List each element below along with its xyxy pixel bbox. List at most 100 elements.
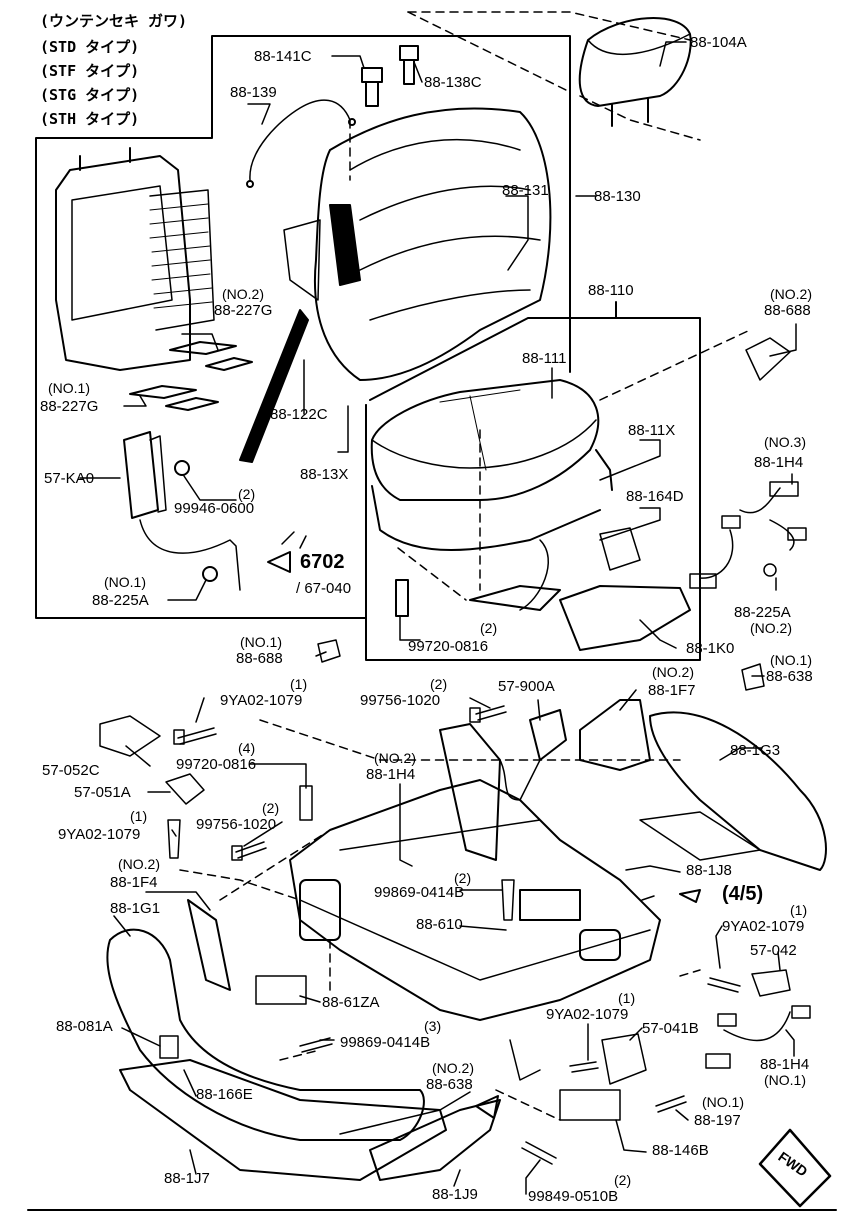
part-label-88-1J9[interactable]: 88-1J9	[432, 1186, 478, 1203]
headrest-guide-parts	[361, 45, 419, 107]
label-no2-g: (NO.2)	[432, 1060, 474, 1076]
label-qty-1-d: (1)	[618, 990, 636, 1006]
label-no2-b: (NO.2)	[770, 286, 812, 302]
part-label-88-1F7[interactable]: 88-1F7	[648, 682, 696, 699]
ref-subpage-link[interactable]: / 67-040	[296, 580, 352, 597]
part-label-88-1H4-no2[interactable]: 88-1H4	[366, 766, 416, 783]
part-label-88-131[interactable]: 88-131	[502, 182, 549, 199]
part-label-88-688-no2[interactable]: 88-688	[764, 302, 811, 319]
part-label-88-638-no1[interactable]: 88-638	[766, 668, 813, 685]
label-no2-f: (NO.2)	[118, 856, 160, 872]
header-line-2: (STD タイプ)	[40, 38, 140, 56]
part-label-57-041B[interactable]: 57-041B	[642, 1020, 699, 1037]
header-line-4: (STG タイプ)	[40, 86, 140, 104]
part-label-99849-0510B[interactable]: 99849-0510B	[528, 1188, 619, 1205]
part-label-88-638-no2[interactable]: 88-638	[426, 1076, 473, 1093]
seatback-frame-illustration	[55, 147, 215, 371]
bolts-illustration	[167, 705, 741, 1165]
label-qty-4: (4)	[238, 740, 256, 756]
part-label-9YA02-1079-d[interactable]: 9YA02-1079	[546, 1006, 629, 1023]
part-label-88-610[interactable]: 88-610	[416, 916, 463, 933]
part-label-88-122C[interactable]: 88-122C	[270, 406, 328, 423]
part-label-99869-0414B-a[interactable]: 99869-0414B	[374, 884, 465, 901]
pads-illustration	[129, 341, 253, 411]
label-qty-3: (3)	[424, 1018, 442, 1034]
part-label-88-139[interactable]: 88-139	[230, 84, 277, 101]
part-label-88-688-no1[interactable]: 88-688	[236, 650, 283, 667]
label-no2-d: (NO.2)	[652, 664, 694, 680]
label-qty-2-b: (2)	[480, 620, 498, 636]
seat-frame-illustration	[289, 723, 661, 1081]
label-no1-c: (NO.1)	[240, 634, 282, 650]
label-qty-2-e: (2)	[454, 870, 472, 886]
part-label-88-1G1[interactable]: 88-1G1	[110, 900, 161, 917]
header-line-5: (STH タイプ)	[40, 110, 140, 128]
part-label-88-1J8[interactable]: 88-1J8	[686, 862, 732, 879]
part-label-9YA02-1079-b[interactable]: 9YA02-1079	[58, 826, 141, 843]
part-label-9YA02-1079-c[interactable]: 9YA02-1079	[722, 918, 805, 935]
part-label-88-227G-no2[interactable]: 88-227G	[214, 302, 273, 319]
part-label-88-225A-no2[interactable]: 88-225A	[734, 604, 791, 621]
label-no2-c: (NO.2)	[750, 620, 792, 636]
seatback-cover-illustration	[283, 107, 552, 381]
label-qty-2-f: (2)	[614, 1172, 632, 1188]
part-label-88-081A[interactable]: 88-081A	[56, 1018, 113, 1035]
part-label-88-1H4-no3[interactable]: 88-1H4	[754, 454, 804, 471]
part-label-88-110[interactable]: 88-110	[588, 282, 634, 299]
part-label-88-166E[interactable]: 88-166E	[196, 1086, 253, 1103]
harness-illustration	[689, 337, 811, 1069]
leader-lines	[79, 41, 797, 1195]
part-label-88-164D[interactable]: 88-164D	[626, 488, 684, 505]
part-label-88-141C[interactable]: 88-141C	[254, 48, 312, 65]
part-label-9YA02-1079-a[interactable]: 9YA02-1079	[220, 692, 303, 709]
wire-88-139-illustration	[249, 99, 351, 181]
label-qty-2-a: (2)	[238, 486, 256, 502]
brackets-illustration	[99, 639, 791, 1121]
part-label-88-1G3[interactable]: 88-1G3	[730, 742, 781, 759]
part-label-88-130[interactable]: 88-130	[594, 188, 641, 205]
part-label-88-1H4-no1[interactable]: 88-1H4	[760, 1056, 810, 1073]
part-label-88-1J7[interactable]: 88-1J7	[164, 1170, 210, 1187]
label-no3: (NO.3)	[764, 434, 806, 450]
side-covers-illustration	[106, 699, 827, 1181]
part-label-88-197[interactable]: 88-197	[694, 1112, 741, 1129]
part-label-57-052C[interactable]: 57-052C	[42, 762, 100, 779]
part-label-88-13X[interactable]: 88-13X	[300, 466, 349, 483]
part-label-88-1F4[interactable]: 88-1F4	[110, 874, 158, 891]
part-label-57-KA0[interactable]: 57-KA0	[44, 470, 95, 487]
part-label-99756-1020-a[interactable]: 99756-1020	[360, 692, 441, 709]
part-label-57-042[interactable]: 57-042	[750, 942, 797, 959]
part-label-88-61ZA[interactable]: 88-61ZA	[322, 994, 380, 1011]
label-qty-2-d: (2)	[262, 800, 280, 816]
header-line-3: (STF タイプ)	[40, 62, 140, 80]
part-label-88-111[interactable]: 88-111	[522, 350, 567, 367]
part-label-88-1K0[interactable]: 88-1K0	[686, 640, 735, 657]
label-qty-1-a: (1)	[290, 676, 308, 692]
headrest-illustration	[578, 17, 692, 127]
part-label-88-225A-no1[interactable]: 88-225A	[92, 592, 149, 609]
part-label-99869-0414B-b[interactable]: 99869-0414B	[340, 1034, 431, 1051]
part-label-88-227G-no1[interactable]: 88-227G	[40, 398, 99, 415]
ref-arrow-link[interactable]: (4/5)	[722, 883, 764, 905]
part-label-88-11X[interactable]: 88-11X	[628, 422, 676, 439]
label-no2-a: (NO.2)	[222, 286, 264, 302]
cushion-parts-illustration	[395, 527, 691, 651]
label-qty-2-c: (2)	[430, 676, 448, 692]
part-label-99946-0600[interactable]: 99946-0600	[174, 500, 255, 517]
fwd-arrow	[758, 1128, 832, 1208]
part-label-57-051A[interactable]: 57-051A	[74, 784, 131, 801]
part-label-99720-0816-a[interactable]: 99720-0816	[408, 638, 489, 655]
arrows	[267, 531, 701, 1119]
label-no1-f: (NO.1)	[702, 1094, 744, 1110]
part-label-88-146B[interactable]: 88-146B	[652, 1142, 709, 1159]
ref-page-link[interactable]: 6702	[300, 551, 345, 573]
label-no1-d: (NO.1)	[770, 652, 812, 668]
part-label-88-104A[interactable]: 88-104A	[690, 34, 747, 51]
part-label-88-138C[interactable]: 88-138C	[424, 74, 482, 91]
part-label-99756-1020-b[interactable]: 99756-1020	[196, 816, 277, 833]
airbag-module-illustration	[123, 431, 241, 591]
part-label-99720-0816-b[interactable]: 99720-0816	[176, 756, 257, 773]
header-line-1: (ウンテンセキ ガワ)	[40, 12, 188, 30]
part-label-57-900A[interactable]: 57-900A	[498, 678, 555, 695]
